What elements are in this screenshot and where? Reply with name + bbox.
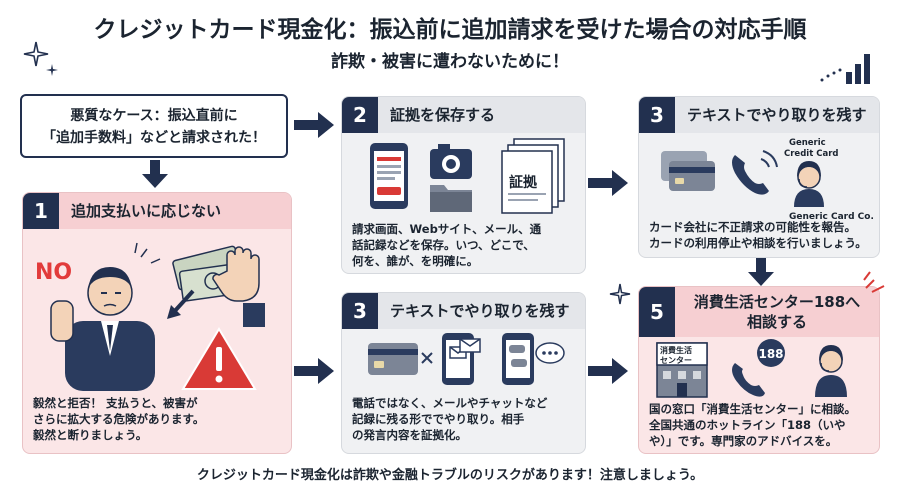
arrow-right-icon	[294, 358, 334, 384]
arrow-right-icon	[294, 112, 334, 138]
building-icon: 消費生活 センター	[656, 342, 708, 398]
arrow-down-icon	[748, 258, 774, 286]
building-label-2: センター	[660, 355, 692, 365]
body-line: 電話ではなく、メールやチャットなど	[352, 396, 548, 410]
card-label-2: Credit Card	[784, 149, 838, 159]
phone-icon: 188	[732, 339, 785, 397]
smartphone-mail-icon	[442, 333, 481, 385]
bar-chart-icon	[820, 54, 870, 84]
no-label: NO	[35, 260, 72, 285]
illustration-step-2: 証拠	[370, 138, 565, 214]
businessman-icon	[50, 267, 155, 391]
step-number: 3	[639, 97, 675, 133]
step-title: テキストでやり取りを残す	[390, 302, 570, 320]
body-line: 記録に残る形ででやり取り。相手	[352, 412, 525, 426]
hotline-label: 188	[758, 347, 783, 361]
callout-line-2: 「追加手数料」などと請求された！	[42, 130, 266, 146]
body-line: カード会社に不正請求の可能性を報告。	[649, 220, 856, 234]
smartphone-chat-icon	[502, 333, 565, 385]
credit-card-icon	[661, 151, 715, 191]
operator-icon	[815, 345, 847, 397]
stop-hand-icon	[212, 246, 265, 327]
folder-icon	[430, 185, 472, 212]
body-line: 請求画面、Webサイト、メール、通	[352, 222, 542, 236]
step-header: 3 テキストでやり取りを残す	[639, 97, 879, 133]
arrow-right-icon	[588, 170, 628, 196]
sparkle-icon	[23, 41, 58, 76]
body-line: 何を、誰が、を明確に。	[352, 254, 479, 268]
step-3-header: 3 テキストでやり取りを残す	[342, 293, 585, 329]
step-title-line-1: 消費生活センター188へ	[693, 293, 861, 311]
step-2-header: 2 証拠を保存する	[342, 97, 585, 133]
body-line: の発言内容を証拠化。	[352, 428, 467, 442]
warning-triangle-icon	[181, 327, 257, 390]
step-body: 電話ではなく、メールやチャットなど 記録に残る形ででやり取り。相手 の発言内容を…	[352, 395, 584, 443]
body-line: さらに拡大する危険があります。	[33, 412, 205, 426]
illustration-step-5: 消費生活 センター 188	[656, 339, 847, 398]
step-1-header: 1 追加支払いに応じない	[23, 193, 291, 229]
step-title: テキストでやり取りを残す	[687, 106, 867, 124]
step-body: 請求画面、Webサイト、メール、通 話記録などを保存。いつ、どこで、 何を、誰が…	[352, 221, 584, 269]
step-2-card: 2 証拠を保存する 証拠	[341, 96, 586, 274]
body-line: 全国共通のホットライン「188（いや	[649, 418, 846, 432]
step-number: 3	[342, 293, 378, 329]
body-line: カードの利用停止や相談を行いましょう。	[649, 236, 867, 250]
step-number: 2	[342, 97, 378, 133]
bad-case-callout: 悪質なケース：振込直前に 「追加手数料」などと請求された！	[20, 94, 288, 158]
smartphone-icon	[370, 143, 408, 209]
step-5-card: 5 消費生活センター188へ 相談する 消費生活 センター 188 国の窓口「消…	[638, 286, 880, 454]
building-label-1: 消費生活	[660, 345, 692, 355]
illustration-step-1: NO	[35, 242, 265, 391]
page-title: クレジットカード現金化：振込前に追加請求を受けた場合の対応手順	[93, 17, 807, 43]
body-line: 毅然と断りましょう。	[33, 428, 148, 442]
body-line: 話記録などを保存。いつ、どこで、	[352, 238, 535, 252]
documents-icon: 証拠	[501, 138, 565, 214]
step-body: カード会社に不正請求の可能性を報告。 カードの利用停止や相談を行いましょう。	[649, 219, 879, 251]
step-number: 5	[639, 287, 675, 337]
arrow-down-icon	[142, 160, 168, 188]
evidence-label: 証拠	[509, 174, 538, 191]
credit-card-icon	[368, 343, 418, 375]
step-1-card: 1 追加支払いに応じない NO	[22, 192, 292, 454]
page-subtitle: 詐欺・被害に遭わないために！	[331, 52, 569, 72]
operator-icon	[794, 161, 824, 207]
step-title: 証拠を保存する	[390, 106, 496, 124]
emphasis-lines-icon	[863, 271, 885, 293]
company-label: Generic Card Co.	[789, 212, 874, 222]
footer-warning: クレジットカード現金化は詐欺や金融トラブルのリスクがあります！注意しましょう。	[196, 468, 704, 483]
arrow-right-icon	[588, 358, 628, 384]
card-label-1: Generic	[789, 138, 826, 148]
illustration-step-company: Generic Credit Card Generic Card Co.	[661, 138, 874, 222]
step-5-header: 5 消費生活センター188へ 相談する	[639, 287, 879, 337]
illustration-step-3	[368, 333, 565, 385]
phone-icon	[732, 150, 778, 195]
body-line: 国の窓口「消費生活センター」に相談。	[649, 402, 856, 416]
step-body: 国の窓口「消費生活センター」に相談。 全国共通のホットライン「188（いや や）…	[649, 401, 879, 449]
step-title-line-2: 相談する	[746, 313, 807, 331]
step-3-card: 3 テキストでやり取りを残す 電話ではなく、メールやチャットなど 記録に	[341, 292, 586, 454]
sparkle-icon	[609, 283, 631, 305]
body-line: や）」です。専門家のアドバイスを。	[649, 434, 838, 448]
step-body: 毅然と拒否！ 支払うと、被害が さらに拡大する危険があります。 毅然と断りましょ…	[33, 395, 289, 443]
step-number: 1	[23, 193, 59, 229]
body-line: 毅然と拒否！ 支払うと、被害が	[33, 396, 198, 410]
callout-line-1: 悪質なケース：振込直前に	[70, 108, 238, 124]
camera-icon	[430, 144, 472, 179]
step-title: 消費生活センター188へ 相談する	[687, 287, 867, 337]
step-card-company: 3 テキストでやり取りを残す Generic Credit Card Gener…	[638, 96, 880, 258]
step-title: 追加支払いに応じない	[71, 202, 222, 220]
